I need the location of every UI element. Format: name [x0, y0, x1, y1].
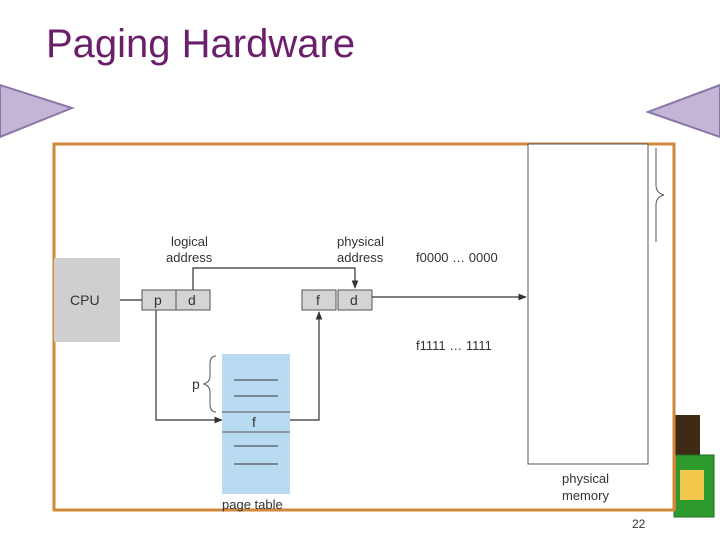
frame-start-label: f0000 … 0000	[416, 250, 498, 265]
physical-f-text: f	[316, 292, 320, 308]
physical-memory	[527, 143, 649, 465]
offset-copy-arrow	[192, 267, 359, 290]
prev-arrow-icon[interactable]	[645, 83, 720, 139]
physical-field-f	[301, 289, 337, 311]
cpu-box	[54, 258, 120, 342]
frame-entry-label: f	[252, 414, 256, 430]
page-number: 22	[632, 517, 646, 531]
logical-p-text: p	[154, 292, 162, 308]
page-number-lookup-arrow	[155, 310, 223, 424]
frame-number-arrow	[290, 311, 323, 421]
logical-address-label-2: address	[166, 250, 213, 265]
logical-d-text: d	[188, 292, 196, 308]
logical-address-label-1: logical	[171, 234, 208, 249]
page-table-label: page table	[222, 497, 283, 512]
physical-field-d	[337, 289, 373, 311]
page-table	[222, 354, 290, 494]
physical-address-label-2: address	[337, 250, 384, 265]
page-table-brace	[202, 355, 217, 413]
slide-title: Paging Hardware	[46, 22, 356, 66]
memory-brace	[655, 148, 665, 242]
physical-memory-label-2: memory	[562, 488, 609, 503]
cpu-label: CPU	[70, 292, 100, 308]
next-arrow-icon[interactable]	[0, 83, 75, 139]
frame-end-label: f1111 … 1111	[416, 338, 492, 353]
physical-d-text: d	[350, 292, 358, 308]
physical-memory-label-1: physical	[562, 471, 609, 486]
page-entry-label: p	[192, 376, 200, 392]
physical-address-label-1: physical	[337, 234, 384, 249]
